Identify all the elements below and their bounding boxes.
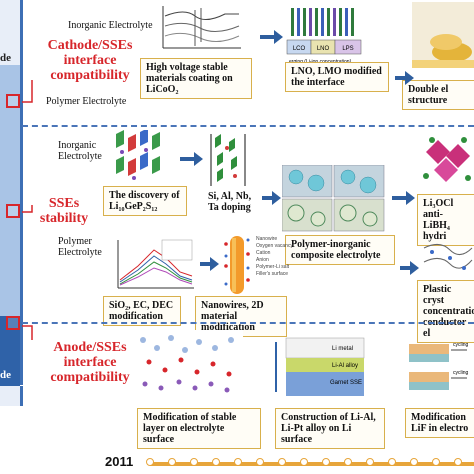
caption-doping: Si, Al, Nb, Ta doping — [208, 191, 252, 213]
timeline-tick — [190, 458, 198, 466]
antiperovskite-image — [423, 137, 471, 182]
timeline-tick — [366, 458, 374, 466]
timeline-tick — [146, 458, 154, 466]
legend-item: Cation — [256, 250, 271, 256]
legend-item: Oxygen vacancy — [256, 243, 293, 249]
timeline-tick — [410, 458, 418, 466]
strip-bottom-label: de — [0, 369, 11, 381]
layer-lco: LCO — [293, 46, 306, 52]
layer-lno: LNO — [317, 46, 330, 52]
flow-arrow — [260, 30, 283, 44]
caption-coating: High voltage stable materials coating on… — [140, 58, 252, 99]
layer-garnet: Garnet SSE — [330, 380, 362, 386]
composite-electrolyte-image — [282, 165, 385, 232]
caption-stable-layer: Modification of stable layer on electrol… — [137, 408, 261, 449]
category-marker — [6, 316, 20, 330]
caption-lno-lmo: LNO, LMO modified the interface — [285, 62, 389, 92]
timeline-tick — [256, 458, 264, 466]
cycling-label: cycling — [453, 370, 469, 376]
timeline-tick — [168, 458, 176, 466]
flow-arrow — [180, 152, 203, 166]
flow-arrow — [262, 191, 281, 205]
timeline-tick — [234, 458, 242, 466]
inorganic-label-1: Inorganic Electrolyte — [68, 20, 153, 31]
timeline-axis — [150, 462, 474, 466]
category-marker — [6, 204, 20, 218]
timeline-tick — [388, 458, 396, 466]
nanowire-image — [224, 236, 250, 294]
legend-item: Filler's surface — [256, 271, 289, 277]
layer-lps: LPS — [342, 46, 353, 52]
legend-item: Nanowire — [256, 236, 278, 242]
section-divider — [22, 322, 474, 324]
timeline-strip-bottom — [0, 316, 20, 386]
legend-item: Anion — [256, 257, 269, 263]
caption-sio2: SiO₂, EC, DEC modification — [103, 296, 181, 326]
caption-plastic-crystal: Plastic cryst concentratio conductor el — [417, 280, 474, 343]
legend-item: Polymer-Li salt — [256, 264, 290, 270]
category-cathode: Cathode/SSEs interface compatibility — [47, 38, 133, 83]
timeline-tick — [432, 458, 440, 466]
caption-lif: Modification LiF in electro — [405, 408, 474, 438]
timeline-tick — [212, 458, 220, 466]
stable-layer-image — [135, 330, 243, 396]
caption-lgps: The discovery of Li₁₀GeP₂S₁₂ — [103, 186, 187, 216]
nanowire-legend: Nanowire Oxygen vacancy Cation Anion Pol… — [256, 236, 293, 278]
timeline-tick — [300, 458, 308, 466]
flow-arrow — [392, 191, 415, 205]
caption-composite: Polymer-inorganic composite electrolyte — [285, 235, 395, 265]
timeline-tick — [454, 458, 462, 466]
inorganic-label-2: Inorganic Electrolyte — [58, 140, 102, 162]
plastic-crystal-image — [423, 244, 473, 270]
category-anode: Anode/SSEs interface compatibility — [50, 340, 130, 385]
caption-li-alloy: Construction of Li-Al, Li-Pt alloy on Li… — [275, 408, 385, 449]
timeline-strip-middle — [0, 65, 23, 385]
strip-top-label: de — [0, 52, 11, 64]
caption-double-layer: Double el structure — [402, 80, 474, 110]
timeline-tick — [344, 458, 352, 466]
flow-arrow — [200, 257, 219, 271]
cycling-label: cycling — [453, 342, 469, 348]
lif-modification-image: cycling cycling — [409, 342, 469, 390]
connector-lines — [22, 80, 33, 340]
section-divider — [22, 125, 474, 127]
polymer-label-2: Polymer Electrolyte — [58, 236, 102, 258]
timeline-strip-end — [0, 386, 23, 406]
caption-antiperovskite: Li₃OCl anti- LiBH₄ hydri — [417, 194, 474, 246]
li-alloy-image: Li metal Li-Al alloy Garnet SSE — [275, 337, 365, 396]
layer-li-metal: Li metal — [332, 346, 353, 352]
polymer-label-1: Polymer Electrolyte — [46, 96, 127, 107]
layer-li-al-alloy: Li-Al alloy — [332, 363, 358, 369]
timeline-strip-top — [0, 0, 23, 65]
flow-arrow — [400, 261, 419, 275]
timeline-tick — [278, 458, 286, 466]
doping-structure-image — [210, 134, 246, 186]
timeline-start-year: 2011 — [105, 454, 134, 469]
double-layer-image — [412, 2, 474, 68]
flow-arrow — [395, 71, 414, 85]
lgps-crystal-image — [116, 130, 160, 180]
timeline-tick — [322, 458, 330, 466]
voltage-plot-image — [155, 2, 243, 54]
category-stability: SSEs stability — [39, 196, 89, 226]
category-marker — [6, 94, 20, 108]
conductivity-plot-image — [110, 236, 196, 296]
interface-layers-image: LCO LNO LPS erging (Li-ion concentration… — [286, 8, 362, 65]
